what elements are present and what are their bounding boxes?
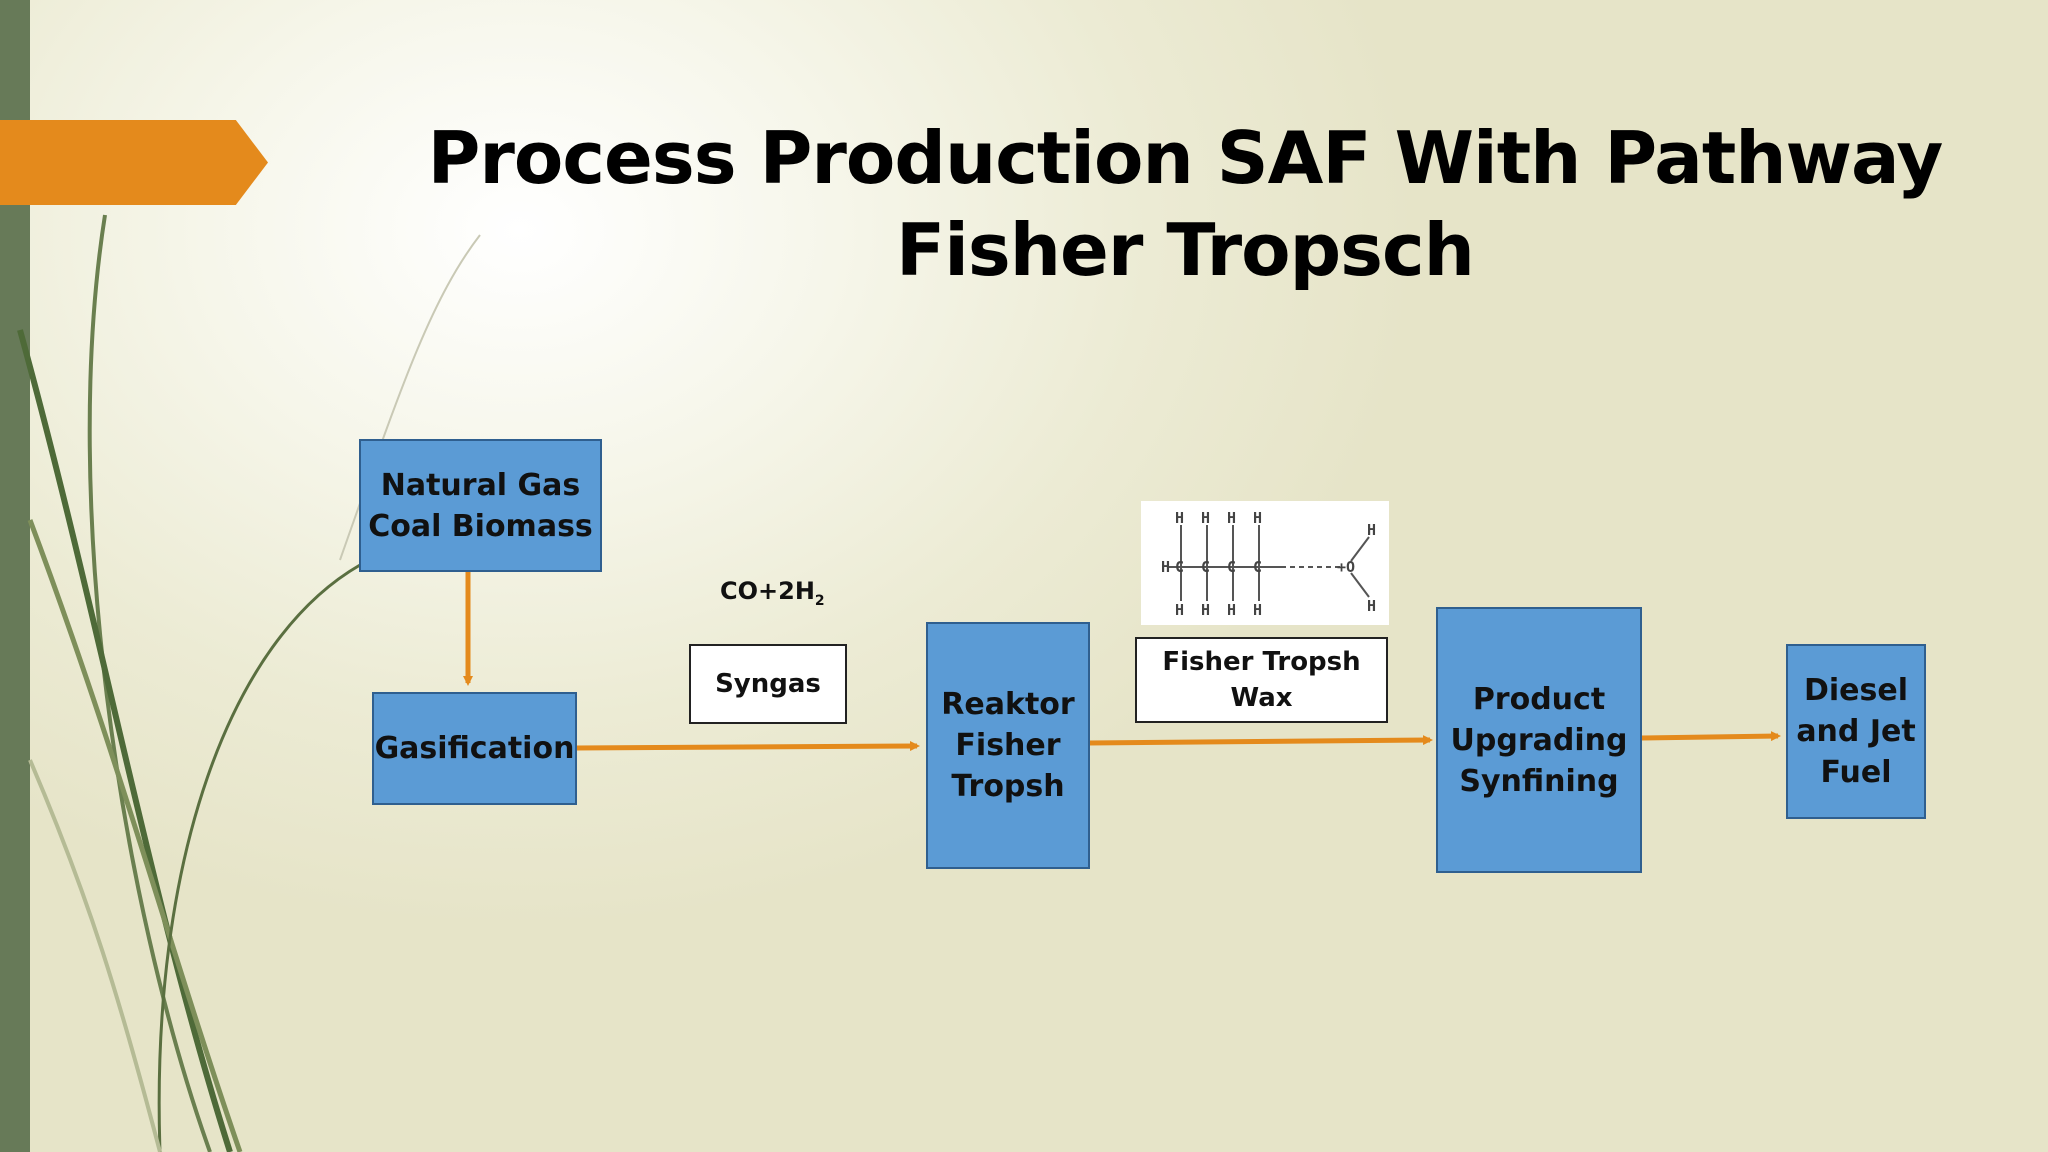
- svg-text:H: H: [1227, 601, 1236, 619]
- feedstock-line: Natural Gas: [380, 467, 581, 503]
- syngas-box: Syngas: [689, 644, 847, 724]
- wax-box: Fisher Tropsh Wax: [1135, 637, 1388, 723]
- fuel-line: and Jet: [1796, 714, 1916, 749]
- svg-text:H: H: [1367, 521, 1376, 539]
- upgrading-line: Product: [1472, 681, 1606, 717]
- title-line-1: Process Production SAF With Pathway: [427, 116, 1944, 200]
- feedstock-line: Coal Biomass: [368, 508, 593, 544]
- svg-text:C: C: [1253, 558, 1262, 576]
- fuel-line: Diesel: [1803, 673, 1909, 708]
- reactor-line: Reaktor: [941, 687, 1075, 722]
- fuel-line: Fuel: [1820, 755, 1892, 790]
- upgrading-line: Upgrading: [1450, 722, 1628, 758]
- wax-line: Fisher Tropsh: [1162, 647, 1361, 677]
- svg-text:H: H: [1367, 597, 1376, 615]
- syngas-formula: CO+2H2: [720, 577, 825, 609]
- svg-text:H: H: [1161, 558, 1170, 576]
- fuel-box: Diesel and Jet Fuel: [1786, 644, 1926, 819]
- upgrading-box: Product Upgrading Synfining: [1436, 607, 1642, 873]
- accent-arrow-shape: [0, 120, 268, 205]
- reactor-line: Tropsh: [951, 769, 1065, 804]
- svg-text:H: H: [1227, 509, 1236, 527]
- upgrading-line: Synfining: [1459, 763, 1619, 799]
- svg-text:H: H: [1175, 601, 1184, 619]
- arrow-gasification-to-reactor: [575, 741, 920, 752]
- svg-text:C: C: [1175, 558, 1184, 576]
- formula-main: CO+2H: [720, 577, 815, 605]
- reactor-line: Fisher: [955, 728, 1061, 763]
- arrow-reactor-to-upgrading: [1088, 735, 1433, 746]
- title-line-2: Fisher Tropsch: [896, 208, 1475, 292]
- reactor-box: Reaktor Fisher Tropsh: [926, 622, 1090, 869]
- slide-title: Process Production SAF With Pathway Fish…: [380, 112, 1990, 296]
- svg-text:C: C: [1201, 558, 1210, 576]
- svg-text:H: H: [1201, 601, 1210, 619]
- svg-text:H: H: [1253, 601, 1262, 619]
- arrow-upgrading-to-fuel: [1640, 731, 1781, 742]
- feedstock-box: Natural Gas Coal Biomass: [359, 439, 602, 572]
- svg-text:C: C: [1227, 558, 1236, 576]
- svg-text:H: H: [1253, 509, 1262, 527]
- wax-line: Wax: [1230, 683, 1293, 713]
- svg-text:H: H: [1175, 509, 1184, 527]
- gasification-label: Gasification: [374, 731, 575, 766]
- svg-text:+O: +O: [1337, 558, 1355, 576]
- syngas-label: Syngas: [715, 669, 821, 699]
- gasification-box: Gasification: [372, 692, 577, 805]
- svg-text:H: H: [1201, 509, 1210, 527]
- formula-subscript: 2: [814, 592, 825, 609]
